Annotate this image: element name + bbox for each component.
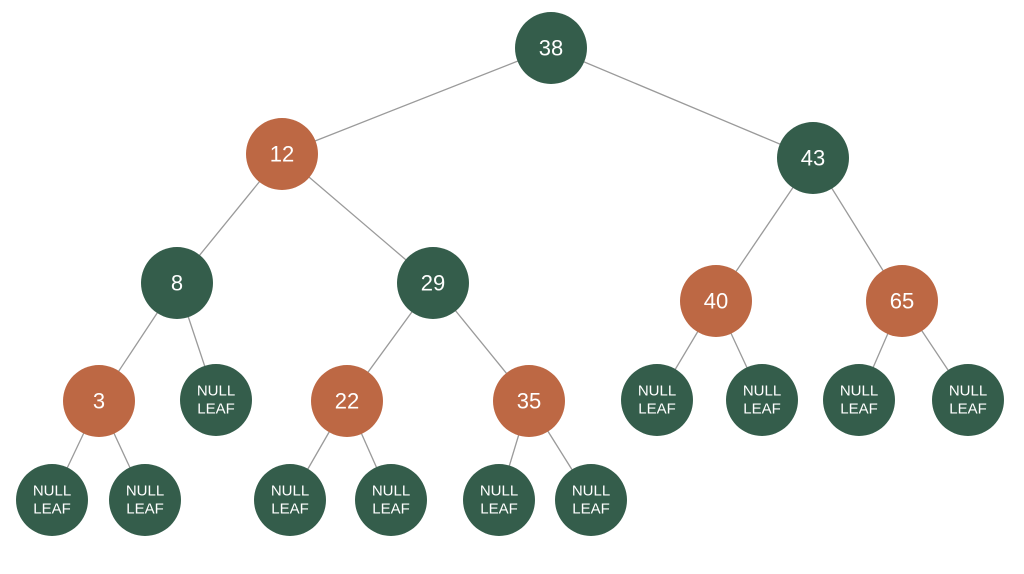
red-node-circle <box>493 365 565 437</box>
node-label: 12 <box>270 142 294 167</box>
node-label: 38 <box>539 36 563 61</box>
tree-node-65: 65 <box>866 265 938 337</box>
node-label: 3 <box>93 389 105 414</box>
black-node-circle <box>726 364 798 436</box>
black-node-circle <box>254 464 326 536</box>
node-label: 29 <box>421 271 445 296</box>
tree-node-8: 8 <box>141 247 213 319</box>
tree-node-12: 12 <box>246 118 318 190</box>
node-label: LEAF <box>572 501 610 518</box>
node-label: LEAF <box>372 501 410 518</box>
black-node-circle <box>621 364 693 436</box>
tree-node-3: 3 <box>63 365 135 437</box>
node-label: LEAF <box>743 401 781 418</box>
red-node-circle <box>680 265 752 337</box>
node-label: LEAF <box>126 501 164 518</box>
tree-node-40: 40 <box>680 265 752 337</box>
black-node-circle <box>555 464 627 536</box>
node-label: NULL <box>949 383 987 400</box>
node-label: LEAF <box>638 401 676 418</box>
tree-node-38: 38 <box>515 12 587 84</box>
tree-edge <box>550 47 814 159</box>
node-label: NULL <box>743 383 781 400</box>
node-label: LEAF <box>271 501 309 518</box>
node-label: NULL <box>638 383 676 400</box>
node-label: 22 <box>335 389 359 414</box>
node-label: LEAF <box>33 501 71 518</box>
black-node-circle <box>141 247 213 319</box>
black-node-circle <box>777 122 849 194</box>
black-node-circle <box>932 364 1004 436</box>
node-label: NULL <box>480 483 518 500</box>
node-label: 8 <box>171 271 183 296</box>
tree-node-29: 29 <box>397 247 469 319</box>
node-label: LEAF <box>840 401 878 418</box>
node-label: NULL <box>126 483 164 500</box>
tree-node-35: 35 <box>493 365 565 437</box>
red-node-circle <box>866 265 938 337</box>
black-node-circle <box>109 464 181 536</box>
black-node-circle <box>180 364 252 436</box>
node-label: LEAF <box>480 501 518 518</box>
black-node-circle <box>355 464 427 536</box>
black-node-circle <box>823 364 895 436</box>
node-label: 43 <box>801 146 825 171</box>
red-node-circle <box>63 365 135 437</box>
black-node-circle <box>515 12 587 84</box>
tree-node-22: 22 <box>311 365 383 437</box>
red-node-circle <box>311 365 383 437</box>
node-label: 40 <box>704 289 728 314</box>
node-label: NULL <box>33 483 71 500</box>
black-node-circle <box>463 464 535 536</box>
node-label: NULL <box>372 483 410 500</box>
red-node-circle <box>246 118 318 190</box>
node-label: 35 <box>517 389 541 414</box>
node-label: LEAF <box>949 401 987 418</box>
node-label: NULL <box>572 483 610 500</box>
node-label: NULL <box>840 383 878 400</box>
node-label: LEAF <box>197 401 235 418</box>
tree-node-43: 43 <box>777 122 849 194</box>
black-node-circle <box>397 247 469 319</box>
black-node-circle <box>16 464 88 536</box>
node-label: NULL <box>271 483 309 500</box>
node-label: 65 <box>890 289 914 314</box>
tree-edge <box>281 47 552 155</box>
node-label: NULL <box>197 383 235 400</box>
